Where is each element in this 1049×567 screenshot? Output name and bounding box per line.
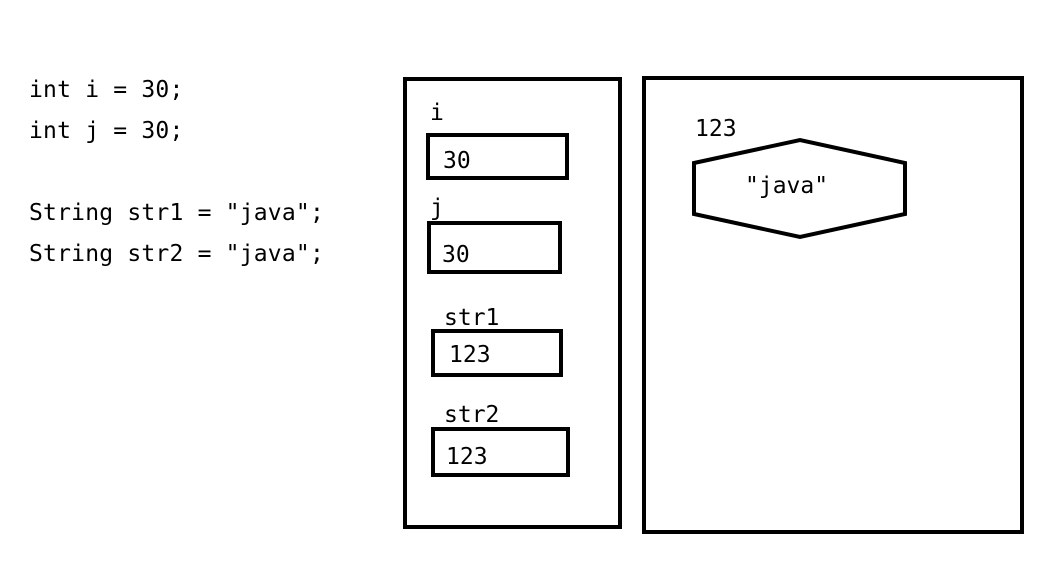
stack-var-value: 123 <box>446 444 488 470</box>
stack-var-label: j <box>430 195 444 221</box>
stack-var-value: 30 <box>443 148 471 174</box>
stack-var-label: str1 <box>444 305 500 331</box>
stack-var-value: 123 <box>449 342 491 368</box>
heap-object-value: "java" <box>745 173 829 199</box>
heap-object-hexagon <box>692 137 907 240</box>
heap-memory-panel <box>642 76 1024 534</box>
code-line-int-i: int i = 30; <box>29 77 184 103</box>
stack-var-box <box>427 221 562 274</box>
code-line-string-str1: String str1 = "java"; <box>29 200 324 226</box>
stack-var-box <box>431 329 563 377</box>
stack-var-label: i <box>430 100 444 126</box>
heap-object-address: 123 <box>695 116 737 142</box>
stack-var-value: 30 <box>442 242 470 268</box>
stack-var-box <box>426 133 569 180</box>
code-line-int-j: int j = 30; <box>29 118 184 144</box>
stack-memory-panel <box>403 77 622 529</box>
stack-var-label: str2 <box>444 402 500 428</box>
stack-var-box <box>431 427 570 477</box>
code-line-string-str2: String str2 = "java"; <box>29 241 324 267</box>
